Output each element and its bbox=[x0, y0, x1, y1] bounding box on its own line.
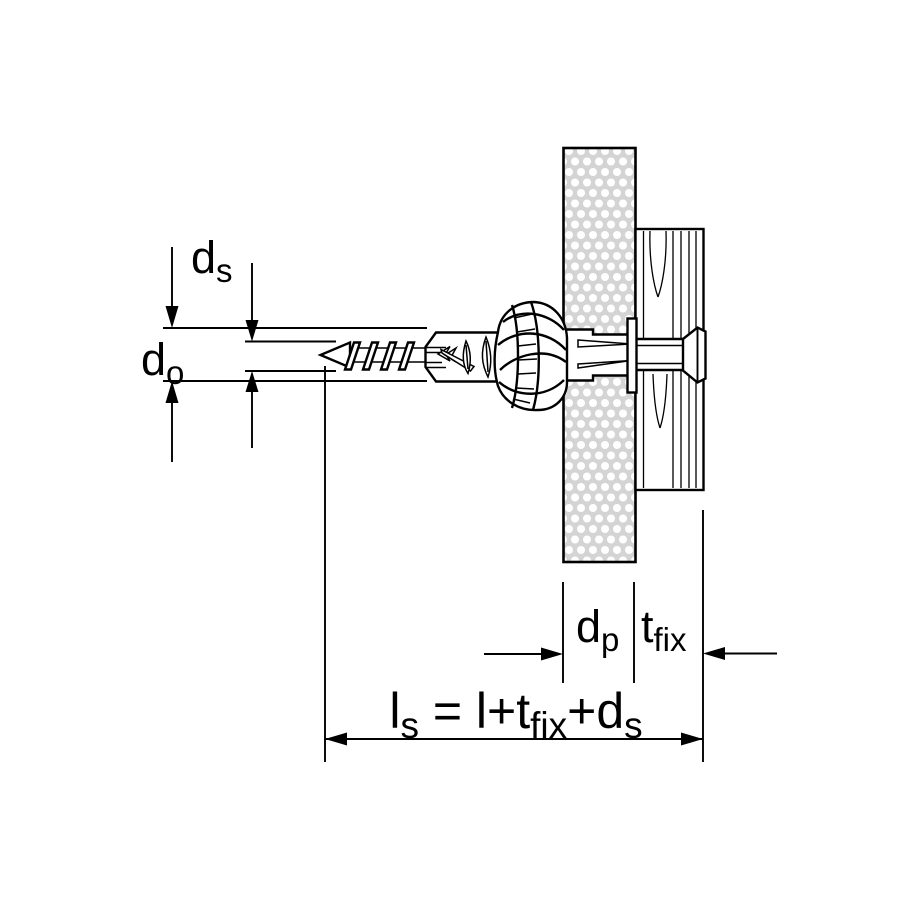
plug-collar-flange bbox=[626, 317, 638, 394]
do-arrowhead-bottom bbox=[165, 381, 179, 403]
dimension-dp-tfix bbox=[484, 510, 777, 762]
tfix-arrowhead bbox=[703, 647, 725, 660]
screw-thread bbox=[343, 341, 416, 371]
label-panel-thickness-dp: dp bbox=[576, 601, 620, 658]
ls-arrowhead-right bbox=[681, 732, 703, 746]
ls-arrowhead-left bbox=[325, 732, 347, 746]
ds-arrowhead-top bbox=[245, 320, 259, 342]
screw-rear-section bbox=[635, 326, 707, 384]
sleeve-thread-cut-top bbox=[577, 339, 632, 348]
screw-tip bbox=[317, 340, 352, 370]
label-screw-diameter-ds: ds bbox=[191, 232, 233, 289]
label-screw-length-formula: ls = l+tfix+ds bbox=[389, 683, 643, 746]
do-arrowhead-top bbox=[165, 306, 179, 328]
dp-arrowhead bbox=[541, 647, 563, 661]
screw-front-section bbox=[317, 340, 426, 371]
dimension-ls bbox=[324, 366, 703, 762]
sleeve-thread-cut-bottom bbox=[577, 359, 632, 369]
dimension-ds-do bbox=[163, 247, 427, 462]
ds-arrowhead-bottom bbox=[245, 371, 259, 392]
label-fixture-thickness-tfix: tfix bbox=[641, 601, 687, 658]
plug-sleeve-in-wall bbox=[563, 328, 630, 382]
plug-knot bbox=[493, 300, 569, 412]
label-drill-hole-diameter-do: do bbox=[141, 334, 185, 391]
shank-mask bbox=[635, 339, 684, 370]
countersunk-screw-head bbox=[681, 326, 707, 384]
wall-plug bbox=[424, 300, 638, 412]
knot-band-ribs bbox=[512, 313, 538, 404]
